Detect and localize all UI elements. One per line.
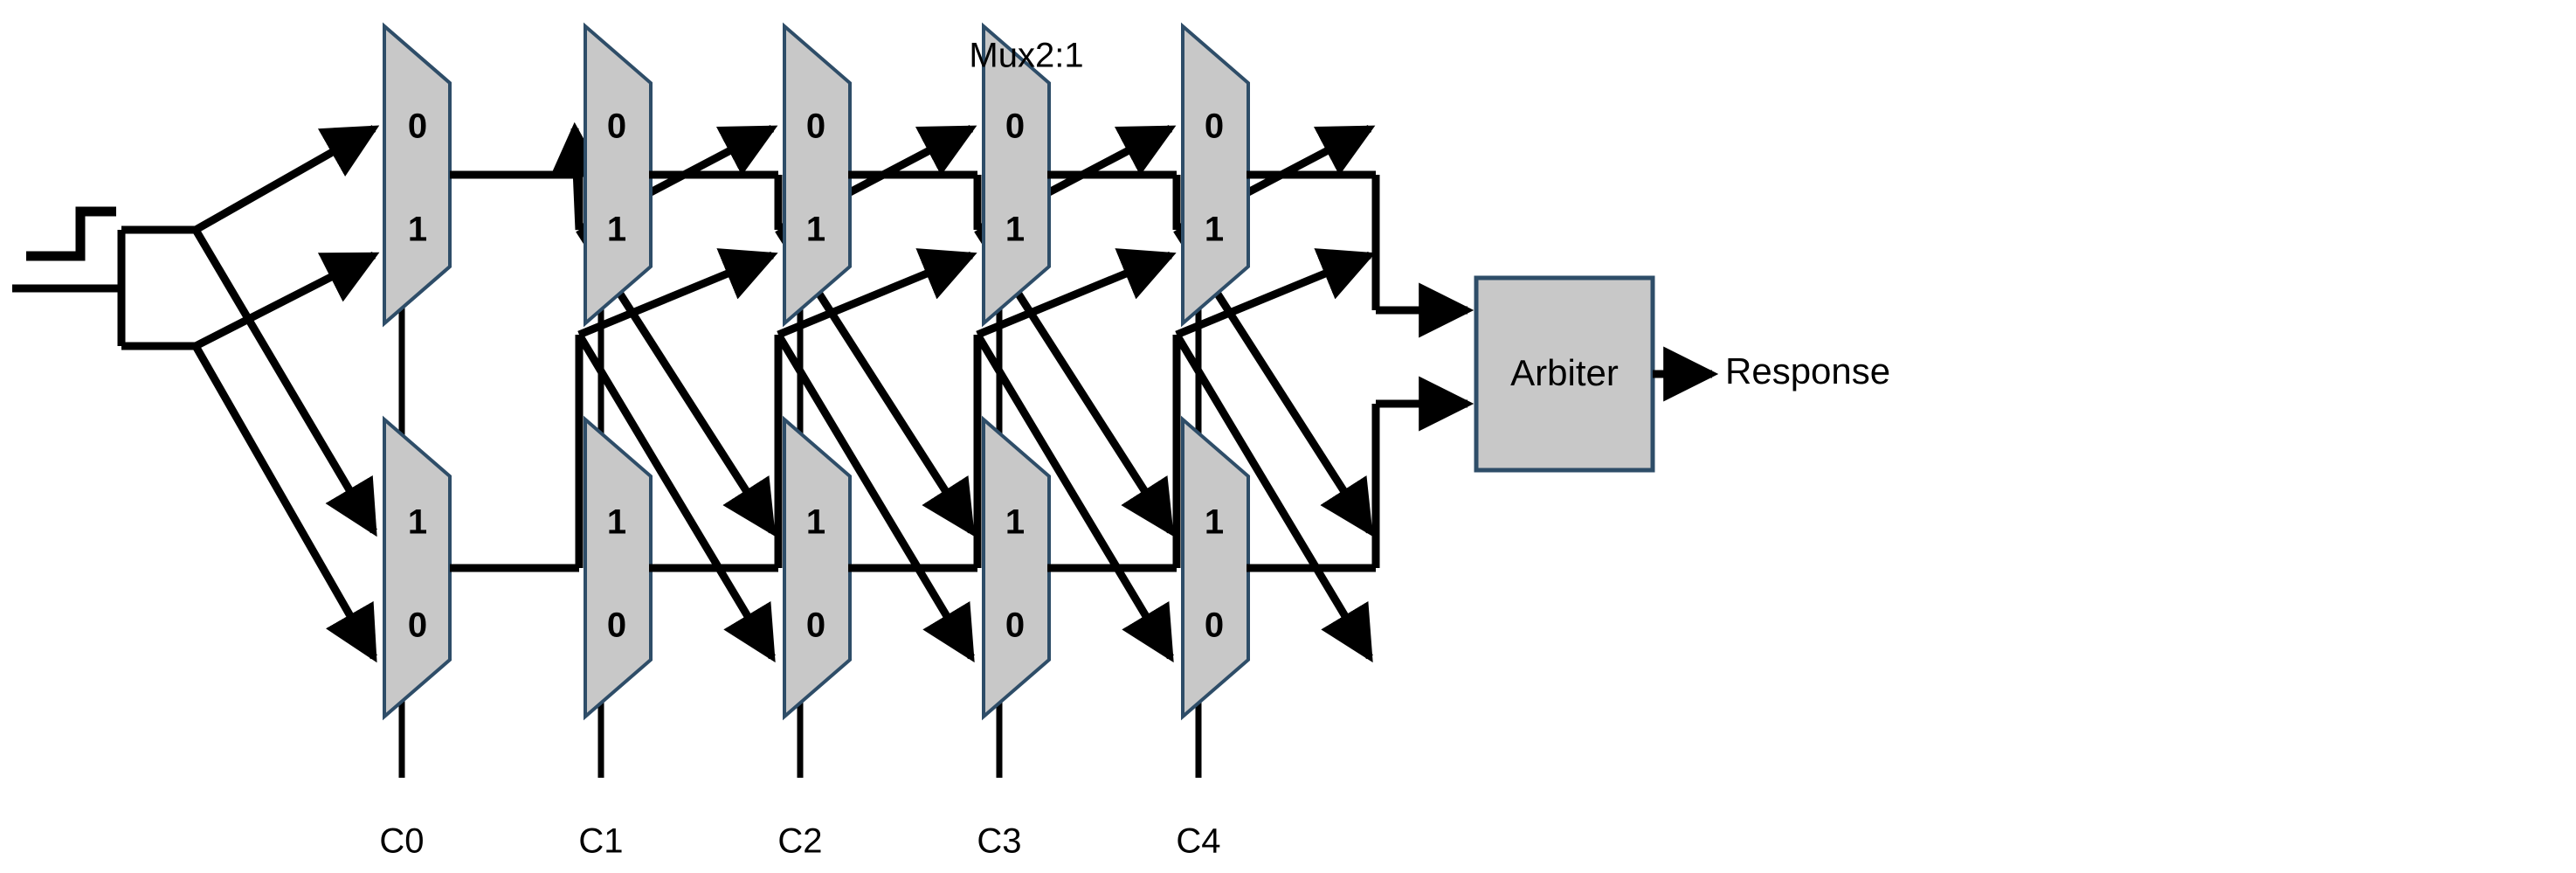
mux-bottom-1-port-0: 0	[607, 606, 626, 645]
response-label: Response	[1725, 350, 1890, 391]
interstage-0-1	[450, 121, 604, 572]
rising-edge-pulse-icon	[26, 206, 116, 261]
mux-bottom-1[interactable]	[584, 415, 653, 721]
mux-top-2-port-1: 1	[806, 211, 825, 249]
arbiter-box[interactable]	[1474, 275, 1655, 473]
response-output: Response	[1653, 346, 1890, 402]
arbiter-block[interactable]: Arbiter	[1474, 275, 1655, 473]
mux-bottom-1-port-1: 1	[607, 503, 626, 542]
mux-top-3[interactable]	[982, 22, 1051, 328]
mux-top-0-port-1: 1	[408, 211, 427, 249]
mux-bottom-0-port-1: 1	[408, 503, 427, 542]
mux-top-1[interactable]	[584, 22, 653, 328]
mux-bottom-0-port-0: 0	[408, 606, 427, 645]
input-cross-wires	[192, 125, 380, 663]
challenge-label-3: C3	[977, 822, 1021, 861]
stage-1: 0 1 1 0 C1	[578, 22, 653, 861]
input-fanout-bus	[12, 225, 196, 350]
mux-top-2[interactable]	[783, 22, 852, 328]
mux-top-4-port-0: 0	[1205, 107, 1224, 146]
mux-bottom-2-port-0: 0	[806, 606, 825, 645]
challenge-label-1: C1	[578, 822, 623, 861]
challenge-label-0: C0	[379, 822, 424, 861]
mux-top-4-port-1: 1	[1205, 211, 1224, 249]
challenge-label-2: C2	[777, 822, 822, 861]
mux-bottom-3[interactable]	[982, 415, 1051, 721]
stage-3: 0 1 1 0 C3	[977, 22, 1051, 861]
mux-bottom-4-port-1: 1	[1205, 503, 1224, 542]
mux-bottom-0[interactable]	[383, 415, 452, 721]
stage-2: 0 1 1 0 C2	[777, 22, 852, 861]
challenge-label-4: C4	[1176, 822, 1220, 861]
mux-bottom-4[interactable]	[1181, 415, 1250, 721]
mux-bottom-3-port-0: 0	[1005, 606, 1025, 645]
mux-top-1-port-0: 0	[607, 107, 626, 146]
mux-type-label: Mux2:1	[969, 37, 1083, 75]
mux-top-3-port-0: 0	[1005, 107, 1025, 146]
stage-0: 0 1 1 0 C0	[379, 22, 452, 861]
stage-4: 0 1 1 0 C4	[1176, 22, 1250, 861]
mux-bottom-3-port-1: 1	[1005, 503, 1025, 542]
mux-top-2-port-0: 0	[806, 107, 825, 146]
mux-top-3-port-1: 1	[1005, 211, 1025, 249]
arbiter-input-wires	[1247, 170, 1474, 572]
mux-top-4[interactable]	[1181, 22, 1250, 328]
mux-bottom-2[interactable]	[783, 415, 852, 721]
mux-top-0-body[interactable]	[383, 22, 452, 328]
mux-top-0-port-0: 0	[408, 107, 427, 146]
mux-top-1-port-1: 1	[607, 211, 626, 249]
mux-bottom-4-port-0: 0	[1205, 606, 1224, 645]
arbiter-label: Arbiter	[1510, 352, 1619, 393]
mux-bottom-2-port-1: 1	[806, 503, 825, 542]
